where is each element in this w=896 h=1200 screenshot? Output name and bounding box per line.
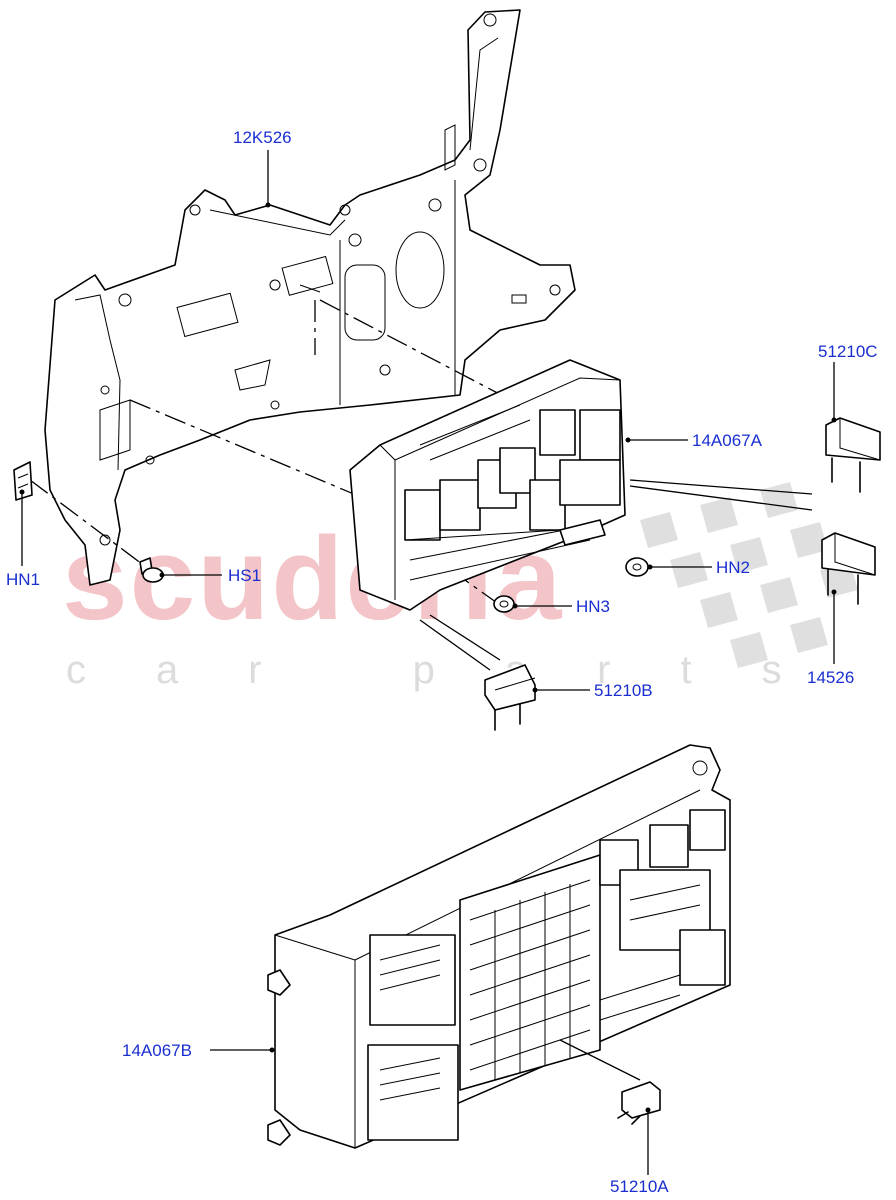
screw-hs1 [139, 557, 164, 583]
label-hn1: HN1 [6, 570, 41, 589]
label-hn2: HN2 [716, 558, 751, 577]
label-leader-lines [19, 150, 837, 1175]
nut-hn2 [625, 557, 649, 577]
leader-fuse-b-1 [419, 619, 491, 671]
fuse-51210b [484, 664, 536, 731]
label-12k526: 12K526 [233, 128, 292, 147]
watermark-tagline: car parts [66, 648, 852, 692]
mounting-bracket [44, 9, 576, 586]
leader-fuse-b-2 [429, 614, 501, 661]
fuse-51210c [825, 417, 881, 493]
label-hs1: HS1 [228, 566, 262, 585]
label-hn3: HN3 [576, 597, 611, 616]
lower-fuse-box [267, 744, 731, 1149]
label-51210a: 51210A [610, 1177, 669, 1196]
fuse-51210a [617, 1081, 661, 1125]
nut-hn3 [493, 595, 515, 613]
label-14a067a: 14A067A [692, 431, 762, 450]
watermark-checkered-flag [640, 482, 858, 668]
leader-relay-bottom [629, 485, 813, 511]
relay-14526 [821, 532, 876, 605]
nut-hn1 [13, 461, 33, 501]
label-14526: 14526 [807, 668, 855, 687]
leader-fuse-a [559, 1039, 641, 1081]
label-51210b: 51210B [594, 681, 653, 700]
label-51210c: 51210C [818, 342, 878, 361]
label-14a067b: 14A067B [122, 1041, 192, 1060]
upper-fuse-box [349, 359, 626, 611]
leader-relay-top [629, 479, 813, 495]
